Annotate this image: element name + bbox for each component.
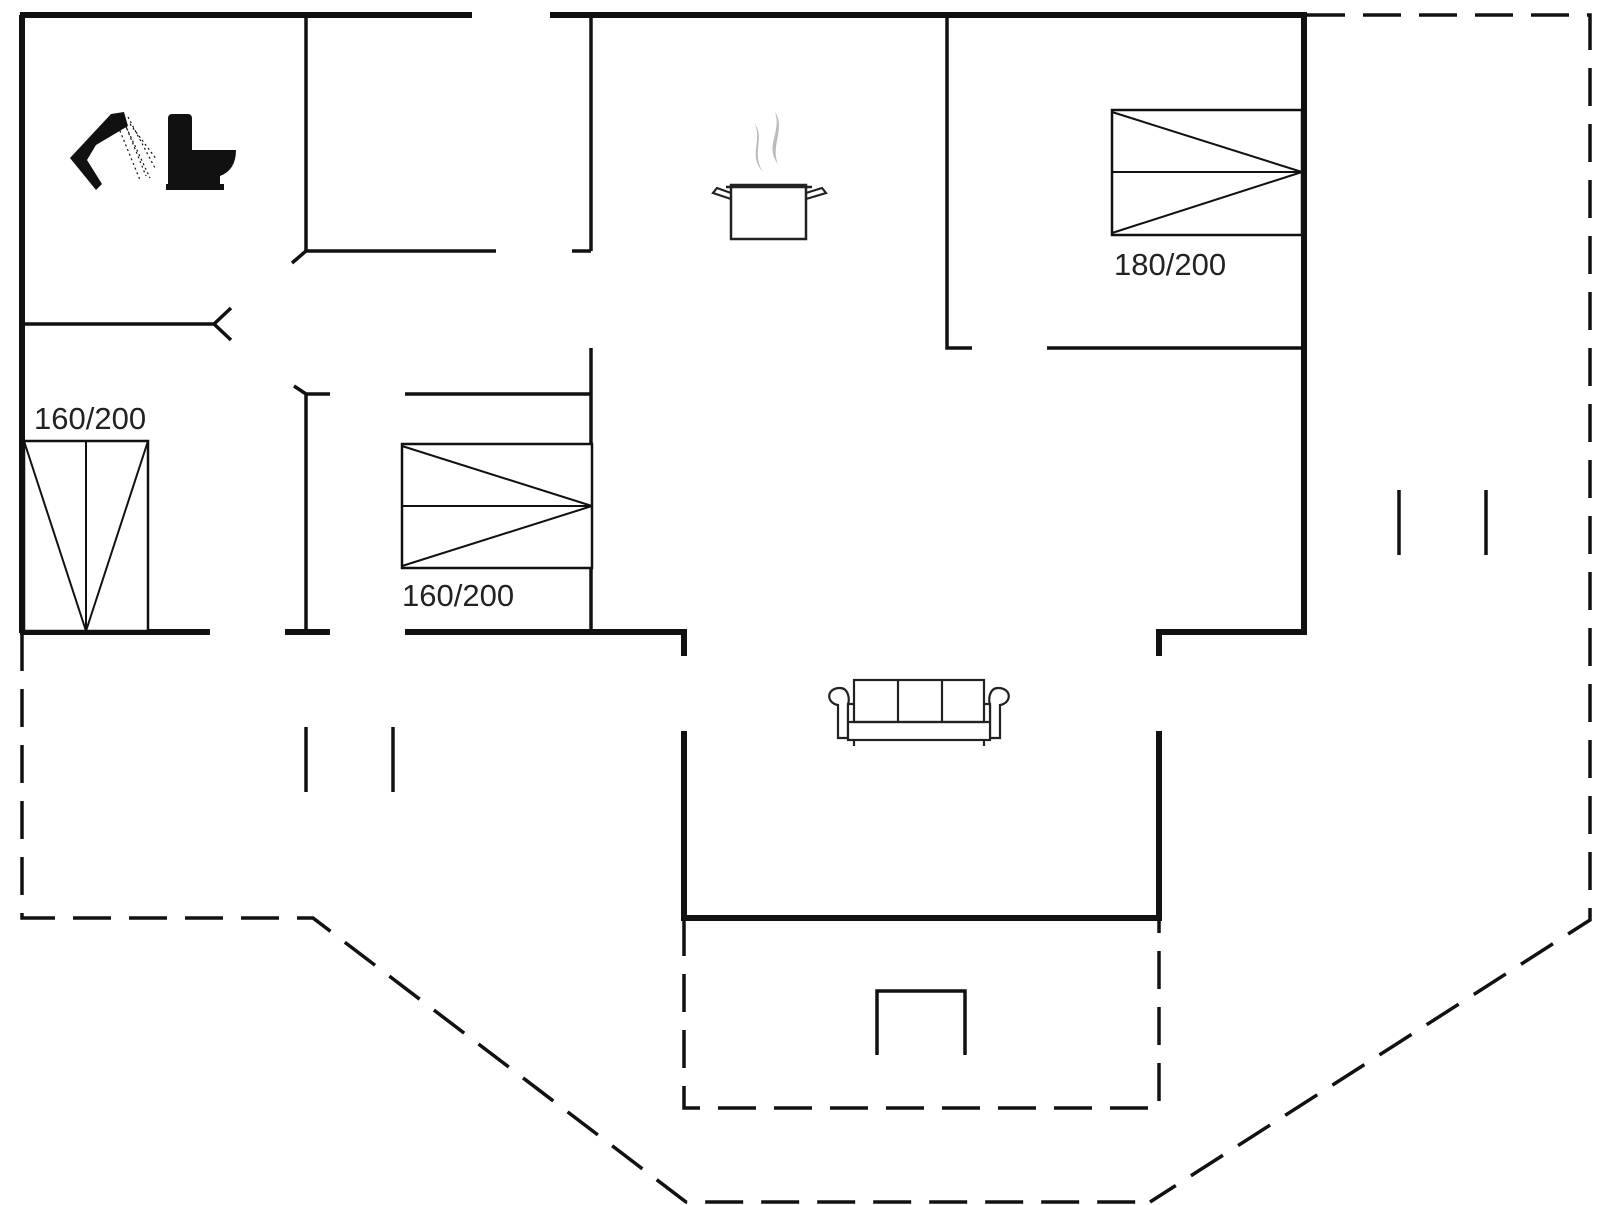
bed-middle-size-label: 160/200 (402, 578, 514, 613)
interior-walls (22, 15, 1304, 632)
bed-right-size-label: 180/200 (1114, 247, 1226, 282)
fireplace-icon (875, 989, 967, 1055)
posts (304, 490, 1488, 792)
bed-left-size-label: 160/200 (34, 401, 146, 436)
bed-right (1110, 108, 1304, 237)
cooking-pot-icon (711, 112, 828, 241)
bed-middle (400, 442, 594, 570)
bed-left (22, 439, 150, 633)
toilet-icon (166, 114, 236, 190)
sofa-icon (828, 678, 1010, 746)
shower-icon (70, 112, 158, 190)
terrace-outlines (20, 13, 1592, 1204)
